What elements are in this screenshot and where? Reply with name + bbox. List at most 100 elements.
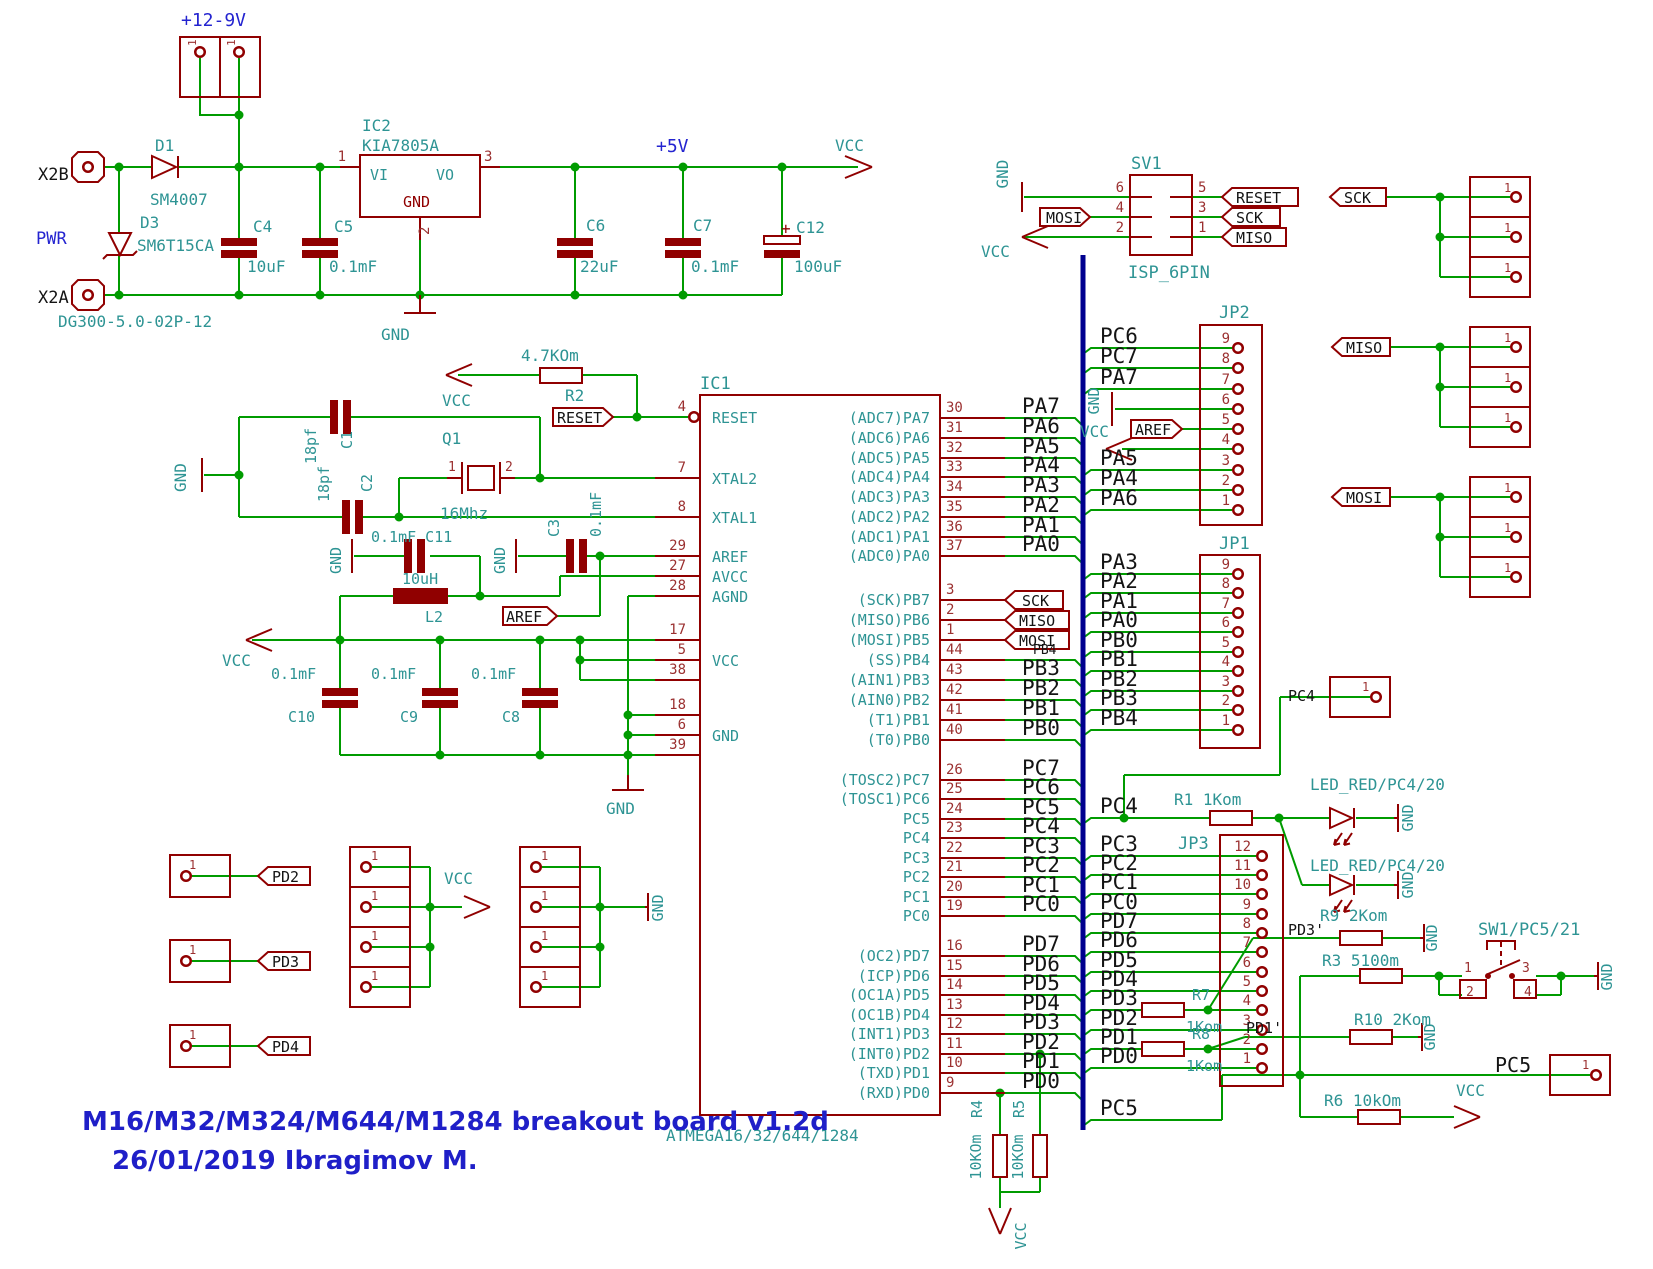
miso-breakout-header[interactable] <box>1470 327 1530 447</box>
schematic-label: 1 <box>371 849 378 863</box>
schematic-label: 1 <box>1504 371 1511 385</box>
capacitor-c12-plate[interactable] <box>764 236 800 244</box>
vcc-arrow-rail <box>246 629 272 651</box>
resistor-r9[interactable] <box>1340 931 1382 945</box>
isp-header-sv1[interactable] <box>1130 175 1192 255</box>
schematic-label: 40 <box>946 722 963 738</box>
mosi-breakout-header[interactable] <box>1470 477 1530 597</box>
led1[interactable] <box>1330 808 1354 845</box>
pad-x2a[interactable] <box>72 280 104 310</box>
schematic-label: 1 <box>1243 1051 1251 1067</box>
vcc-arrow-sv1 <box>1022 226 1048 248</box>
schematic-label: 5 <box>1198 180 1206 196</box>
schematic-label: PD2 <box>1100 1006 1138 1030</box>
schematic-label: XTAL1 <box>712 509 757 527</box>
resistor-r6[interactable] <box>1358 1110 1400 1124</box>
schematic-label: ATMEGA16/32/644/1284 <box>666 1126 859 1145</box>
pad-x2b[interactable] <box>72 152 104 182</box>
resistor-r8[interactable] <box>1142 1042 1184 1056</box>
vcc-header[interactable] <box>350 847 410 1007</box>
schematic-label: (ADC6)PA6 <box>849 429 930 447</box>
crystal-q1[interactable] <box>447 462 515 494</box>
regulator-ic2[interactable] <box>340 155 500 240</box>
schematic-label: M16/M32/M324/M644/M1284 breakout board v… <box>82 1107 829 1137</box>
resistor-r2[interactable] <box>540 368 582 383</box>
resistor-r3[interactable] <box>1360 969 1402 983</box>
ic1-symbol[interactable] <box>700 395 940 1115</box>
schematic-label: PC5 <box>1495 1053 1531 1077</box>
pc4-connector[interactable] <box>1330 677 1390 717</box>
schematic-label: C8 <box>502 708 520 726</box>
schematic-label: (INT1)PD3 <box>849 1025 930 1043</box>
header-jp2[interactable] <box>1200 325 1262 525</box>
gnd-symbol-sw1 <box>1594 962 1598 990</box>
schematic-label: PC7 <box>1022 756 1060 780</box>
schematic-label: 10 <box>1234 877 1251 893</box>
schematic-label: MOSI <box>1019 632 1055 650</box>
resistor-r5[interactable] <box>1033 1135 1047 1177</box>
resistor-r10[interactable] <box>1350 1030 1392 1044</box>
pd-flag-connectors[interactable] <box>170 855 230 1067</box>
schematic-label: AGND <box>712 588 748 606</box>
schematic-label: 7 <box>1222 596 1230 612</box>
resistor-r1[interactable] <box>1210 811 1252 825</box>
power-connector-x1[interactable] <box>180 37 260 97</box>
pc5-connector[interactable] <box>1550 1055 1610 1095</box>
switch-sw1[interactable] <box>1460 941 1536 998</box>
schematic-label: PD3 <box>272 953 299 971</box>
schematic-label: 6 <box>1116 180 1124 196</box>
schematic-label: (ADC7)PA7 <box>849 409 930 427</box>
component-symbols[interactable] <box>72 37 1610 1234</box>
resistor-r4[interactable] <box>993 1135 1007 1177</box>
schematic-label: AREF <box>1135 421 1171 439</box>
breakout-flags <box>1330 188 1390 506</box>
schematic-label: 1 <box>1504 481 1511 495</box>
schematic-label: VCC <box>1080 422 1109 441</box>
diode-d1[interactable] <box>152 156 178 178</box>
schematic-label: MOSI <box>1346 489 1382 507</box>
vcc-arrow-header <box>464 896 490 918</box>
schematic-label: 3 <box>1198 200 1206 216</box>
schematic-label: 9 <box>946 1075 954 1091</box>
schematic-label: 4 <box>1116 200 1124 216</box>
schematic-label: C9 <box>400 708 418 726</box>
schematic-label: PD4 <box>1022 991 1060 1015</box>
schematic-label: R4 <box>968 1100 986 1118</box>
schematic-label: R2 <box>565 386 584 405</box>
sck-breakout-header[interactable] <box>1470 177 1530 297</box>
schematic-label: (AIN1)PB3 <box>849 671 930 689</box>
aref-flag <box>503 607 557 625</box>
schematic-label: (ADC3)PA3 <box>849 488 930 506</box>
led2[interactable] <box>1330 875 1354 912</box>
schematic-label: 0.1mF <box>271 665 316 683</box>
wire-net <box>104 58 1594 1208</box>
schematic-label: VCC <box>222 651 251 670</box>
schematic-label: 16Mhz <box>440 504 488 523</box>
schematic-label: KIA7805A <box>362 136 439 155</box>
header-jp3[interactable] <box>1220 835 1283 1086</box>
schematic-label: (ADC2)PA2 <box>849 508 930 526</box>
schematic-label: 2 <box>1466 985 1474 1000</box>
schematic-label: +12-9V <box>181 10 246 31</box>
schematic-label: VCC <box>981 242 1010 261</box>
schematic-label: 0.1mF <box>587 492 605 537</box>
schematic-label: C12 <box>796 218 825 237</box>
gnd-header[interactable] <box>520 847 580 1007</box>
schematic-label: (AIN0)PB2 <box>849 691 930 709</box>
schematic-label: RESET <box>557 409 602 427</box>
schematic-label: GND <box>993 160 1012 189</box>
vcc-arrow-5v <box>845 156 872 178</box>
header-jp1[interactable] <box>1200 555 1260 748</box>
schematic-label: PB0 <box>1100 628 1138 652</box>
schematic-label: 5 <box>1243 974 1251 990</box>
pin-holes[interactable] <box>88 52 1596 1075</box>
schematic-label: 1 <box>541 849 548 863</box>
schematic-label: 18pf <box>315 466 333 502</box>
schematic-label: GND <box>1598 963 1616 990</box>
resistor-r7[interactable] <box>1142 1003 1184 1017</box>
tvs-diode-d3[interactable] <box>103 233 137 259</box>
schematic-label: LED_RED/PC4/20 <box>1310 775 1445 794</box>
schematic-label: 19 <box>946 898 963 914</box>
schematic-label: 26 <box>946 762 963 778</box>
